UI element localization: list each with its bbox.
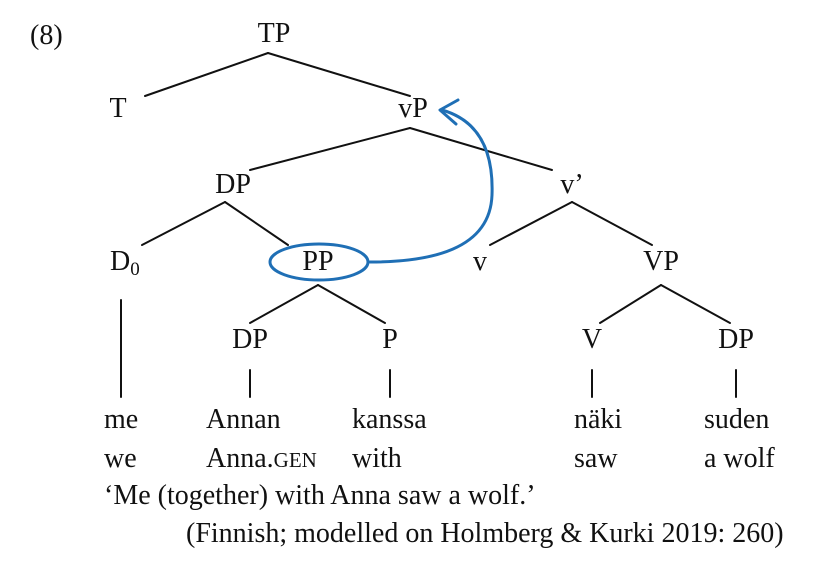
example-number: (8) xyxy=(30,20,63,51)
movement-arrow-curve xyxy=(368,108,494,264)
branch-tp-vp xyxy=(267,52,411,97)
tree-branches xyxy=(120,52,737,398)
branch-vp-v xyxy=(599,284,662,324)
gloss-with: with xyxy=(352,443,402,474)
branch-dp-d xyxy=(141,201,226,246)
word-me: me xyxy=(104,404,138,435)
node-p: P xyxy=(382,324,398,355)
node-v-big: V xyxy=(582,324,602,355)
gloss-anna-gen: Anna.GEN xyxy=(206,443,317,474)
branch-vbar-v xyxy=(489,201,573,246)
node-v-small: v xyxy=(473,246,487,277)
word-suden: suden xyxy=(704,404,769,435)
node-d: D0 xyxy=(110,246,140,280)
node-d-subscript: 0 xyxy=(130,259,140,280)
arrowhead-icon xyxy=(438,98,460,126)
gloss-saw: saw xyxy=(574,443,618,474)
gloss-a-wolf: a wolf xyxy=(704,443,775,474)
movement-annotation xyxy=(268,98,494,282)
free-translation: ‘Me (together) with Anna saw a wolf.’ xyxy=(104,480,536,511)
branch-vbar-vp xyxy=(571,201,653,246)
gloss-we: we xyxy=(104,443,137,474)
branch-vp-dp-object xyxy=(660,284,731,324)
node-t: T xyxy=(109,93,126,124)
word-kanssa: kanssa xyxy=(352,404,427,435)
word-naki: näki xyxy=(574,404,622,435)
branch-vp-vbar xyxy=(409,127,553,171)
pp-highlight-ellipse xyxy=(268,242,370,282)
source-citation: (Finnish; modelled on Holmberg & Kurki 2… xyxy=(186,518,784,549)
node-d-label: D xyxy=(110,246,130,277)
node-tp: TP xyxy=(258,18,291,49)
branch-dp-pp xyxy=(224,201,289,246)
node-dp-subject: DP xyxy=(215,169,251,200)
branch-pp-p xyxy=(317,284,386,324)
branch-vp-dp xyxy=(249,127,411,171)
node-vp-big: VP xyxy=(643,246,679,277)
word-annan: Annan xyxy=(206,404,281,435)
branch-pp-dp xyxy=(249,284,319,324)
gloss-anna: Anna. xyxy=(206,443,274,474)
node-pp: PP xyxy=(302,246,333,277)
node-vp-small: vP xyxy=(398,93,428,124)
node-dp-in-pp: DP xyxy=(232,324,268,355)
node-v-bar: v’ xyxy=(560,169,583,200)
branch-tp-t xyxy=(144,52,269,97)
gloss-gen-smallcaps: GEN xyxy=(274,448,317,472)
node-dp-object: DP xyxy=(718,324,754,355)
